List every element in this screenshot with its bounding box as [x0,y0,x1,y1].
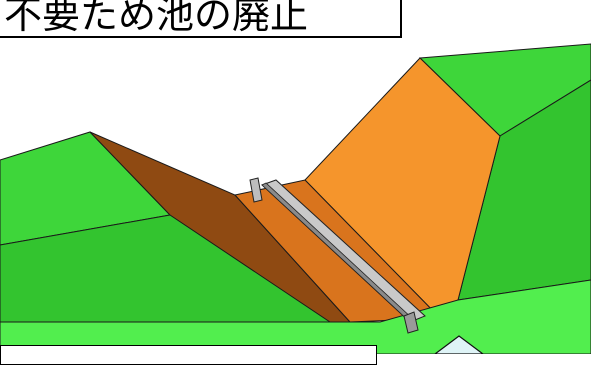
front-ground [0,279,591,354]
arrow-tip [434,335,484,354]
gate-post-left [249,177,263,203]
title-box: 不要ため池の廃止 [0,0,402,38]
breached-embankment-diagram [0,43,591,354]
caption-box [0,345,377,365]
page-title: 不要ため池の廃止 [4,0,309,37]
gate-post-right [403,311,419,334]
